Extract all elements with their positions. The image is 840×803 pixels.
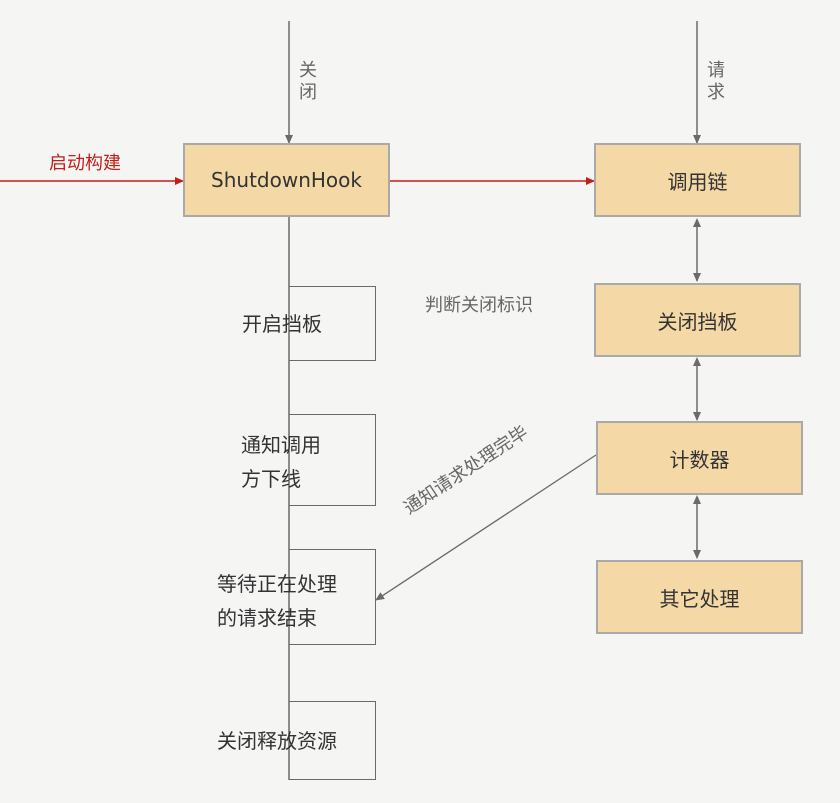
request-input-label: 请求 bbox=[707, 60, 727, 104]
step-wait-requests-text: 等待正在处理 的请求结束 bbox=[217, 567, 337, 635]
start-build-label: 启动构建 bbox=[49, 153, 121, 174]
shutdown-hook-box: ShutdownHook bbox=[183, 143, 390, 217]
step-line: 开启挡板 bbox=[242, 312, 322, 336]
shutdown-hook-label: ShutdownHook bbox=[211, 168, 362, 192]
step-box-release-resources bbox=[289, 701, 376, 780]
notify-done-arrow bbox=[375, 454, 597, 601]
step-line: 方下线 bbox=[241, 467, 301, 491]
call-chain-box: 调用链 bbox=[594, 143, 801, 217]
step-line: 等待正在处理 bbox=[217, 572, 337, 596]
step-line: 的请求结束 bbox=[217, 606, 317, 630]
step-line: 关闭释放资源 bbox=[217, 729, 337, 753]
counter-label: 计数器 bbox=[669, 447, 730, 472]
other-processing-box: 其它处理 bbox=[596, 560, 803, 634]
request-input-label-text: 请求 bbox=[707, 60, 725, 103]
check-flag-label: 判断关闭标识 bbox=[425, 295, 533, 316]
step-box-notify-offline bbox=[289, 414, 376, 506]
close-input-label: 关闭 bbox=[299, 60, 319, 104]
other-processing-label: 其它处理 bbox=[659, 586, 740, 611]
step-box-wait-requests bbox=[289, 549, 376, 645]
step-line: 通知调用 bbox=[241, 433, 321, 457]
step-notify-offline-text: 通知调用 方下线 bbox=[241, 428, 321, 496]
close-gate-label: 关闭挡板 bbox=[657, 309, 738, 334]
step-box-open-gate bbox=[289, 286, 376, 361]
close-input-label-text: 关闭 bbox=[299, 60, 317, 103]
step-open-gate-text: 开启挡板 bbox=[242, 307, 322, 341]
close-gate-box: 关闭挡板 bbox=[594, 283, 801, 357]
step-release-resources-text: 关闭释放资源 bbox=[217, 724, 337, 758]
counter-box: 计数器 bbox=[596, 421, 803, 495]
call-chain-label: 调用链 bbox=[667, 169, 728, 194]
